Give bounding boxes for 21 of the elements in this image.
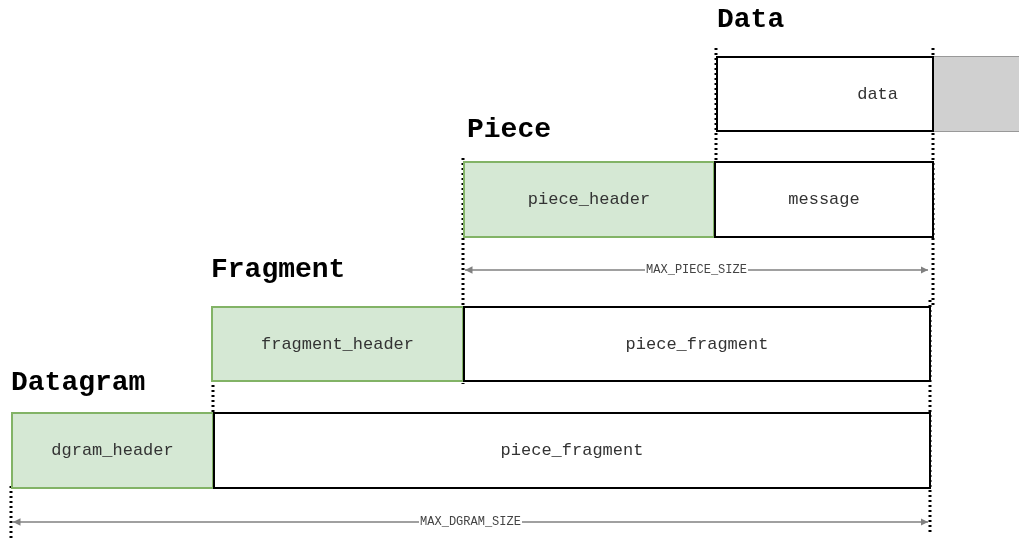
header-field-box [211, 306, 464, 382]
layer-heading: Data [717, 6, 785, 34]
field-box [463, 306, 931, 382]
header-field-box [463, 161, 715, 238]
field-name: fragment_header [261, 334, 414, 354]
field-box [714, 161, 934, 238]
field-name: message [788, 190, 860, 209]
field-box [213, 412, 931, 489]
layer-heading: Datagram [11, 369, 146, 397]
field-name: dgram_header [51, 441, 174, 460]
field-name: piece_fragment [500, 441, 644, 460]
field-name: piece_fragment [625, 334, 769, 354]
padding-box [934, 56, 1019, 132]
dimension-label: MAX_DGRAM_SIZE [419, 516, 522, 528]
layer-heading: Fragment [211, 256, 346, 284]
header-field-box [11, 412, 214, 489]
layer-heading: Piece [467, 116, 551, 144]
field-name: piece_header [527, 190, 651, 209]
field-name: data [857, 84, 898, 104]
dimension-label: MAX_PIECE_SIZE [645, 264, 748, 276]
field-box [716, 56, 934, 132]
